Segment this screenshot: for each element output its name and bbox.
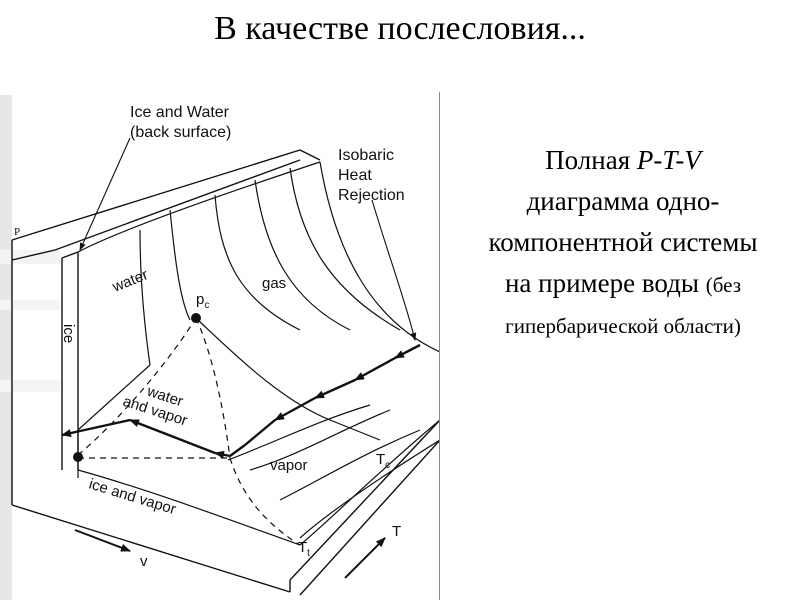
isobaric-label-line2: Heat	[338, 167, 372, 184]
description-line-5: гипербарической области)	[505, 314, 741, 338]
ptv-italic: P-T-V	[636, 145, 701, 175]
description-line-4: на примере воды (без	[504, 268, 742, 298]
diagram-frame	[11, 149, 439, 596]
critical-point-marker	[191, 313, 201, 323]
t-axis-label: T	[392, 523, 401, 540]
isobaric-label-line3: Rejection	[338, 187, 405, 204]
isobaric-path	[61, 343, 421, 459]
ice-water-leader	[79, 137, 131, 251]
isobaric-label-line1: Isobaric	[338, 147, 394, 164]
ice-region-label: ice	[60, 324, 77, 343]
gas-region-label: gas	[262, 275, 286, 292]
vertical-divider	[439, 92, 440, 600]
description-line-1: Полная P-T-V	[545, 145, 701, 175]
slide-title: В качестве послесловия...	[214, 10, 586, 47]
saturation-dome	[77, 317, 301, 546]
v-axis-label: v	[140, 553, 148, 570]
tt-label: Tt	[298, 539, 310, 559]
scan-shading	[0, 95, 60, 600]
description-text: Полная P-T-V диаграмма одно- компонентно…	[446, 140, 800, 347]
isobaric-leader	[371, 199, 417, 341]
surface-lines	[77, 161, 439, 546]
vapor-region-label: vapor	[270, 457, 308, 474]
description-line-3: компонентной системы	[488, 227, 758, 257]
p-axis-label: P	[14, 226, 20, 238]
ice-water-label-line1: Ice and Water	[130, 104, 230, 121]
description-line-2: диаграмма одно-	[526, 186, 720, 216]
ptv-diagram: Ice and Water (back surface) Isobaric He…	[0, 95, 439, 600]
ice-vapor-region-label: ice and vapor	[87, 476, 178, 519]
triple-point-marker	[73, 452, 83, 462]
v-axis-arrow	[74, 529, 131, 552]
ice-water-label-line2: (back surface)	[130, 124, 231, 141]
critical-point-label: pc	[196, 291, 209, 311]
t-axis-arrow	[344, 537, 386, 579]
tc-label: Tc	[376, 451, 390, 471]
water-region-label: water	[109, 266, 150, 296]
